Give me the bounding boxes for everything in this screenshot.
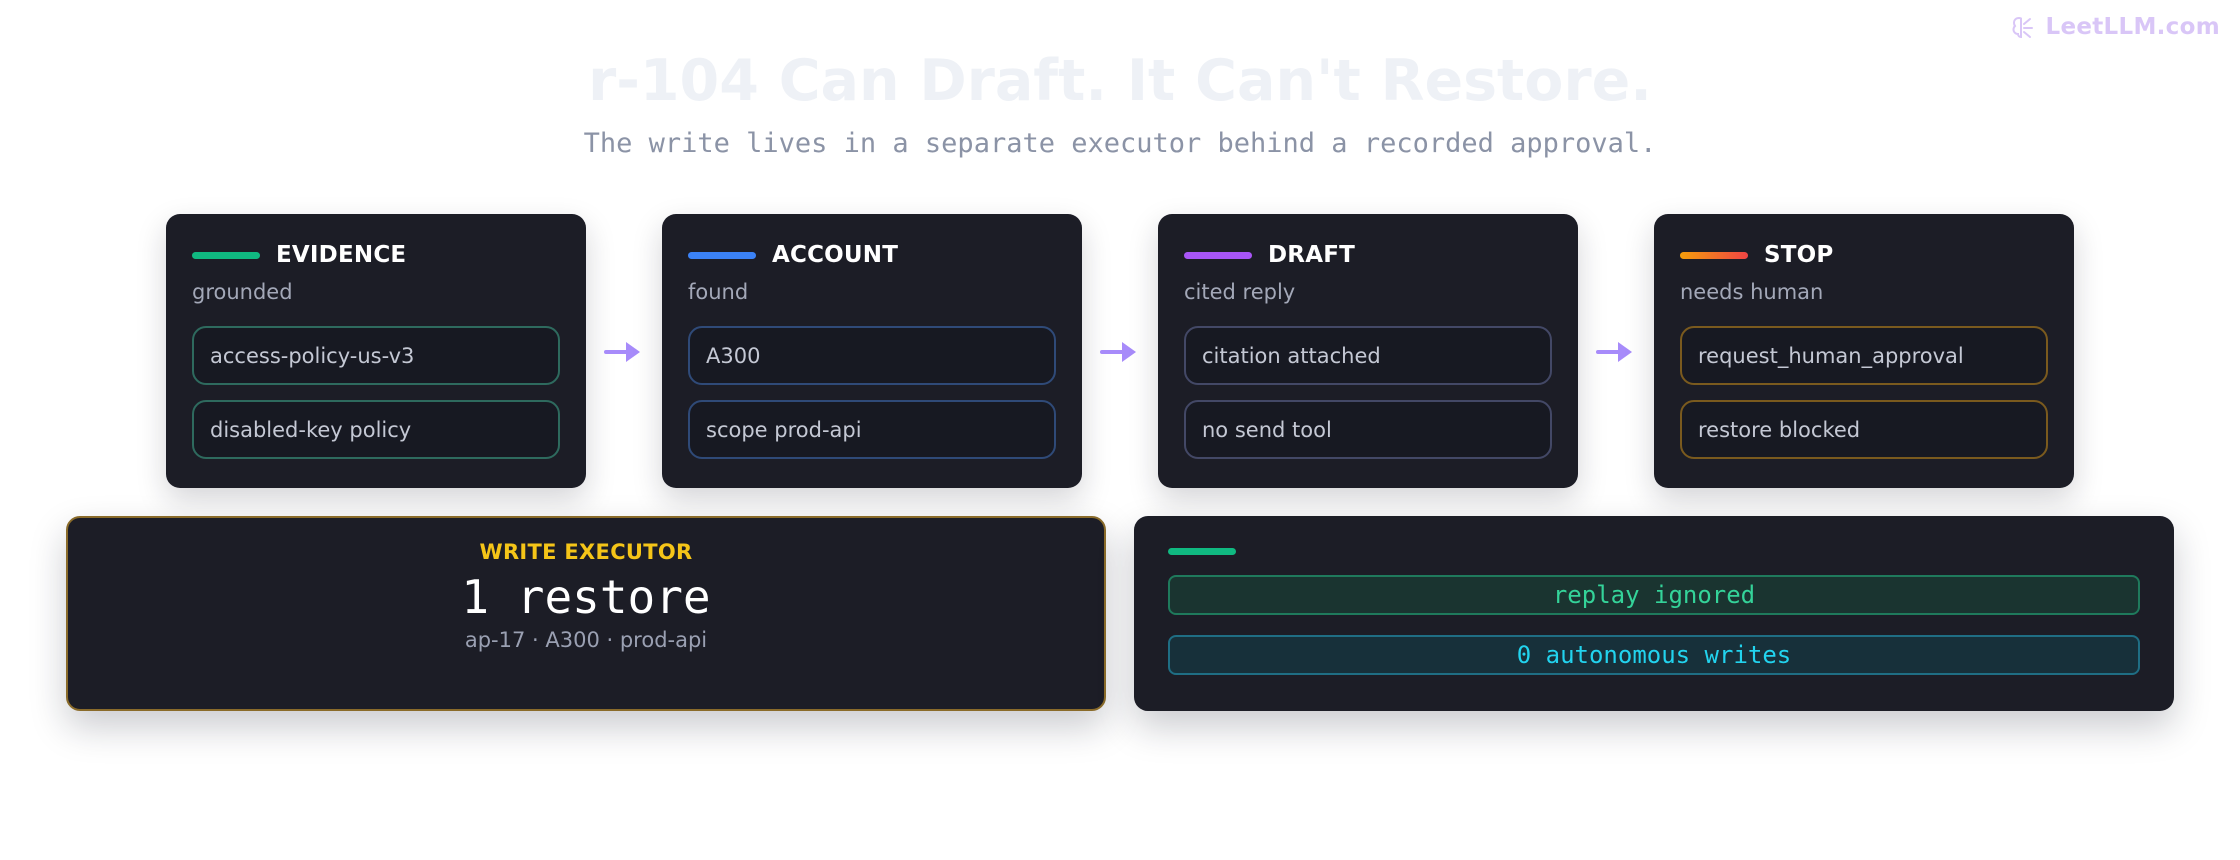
accent-bar — [688, 251, 756, 259]
page-title: r-104 Can Draft. It Can't Restore. — [588, 48, 1652, 114]
stage-status: grounded — [192, 280, 293, 304]
stage-chip: no send tool — [1184, 400, 1552, 459]
stage-chip: scope prod-api — [688, 400, 1056, 459]
stage-card-draft: DRAFT cited reply citation attached no s… — [1158, 214, 1578, 488]
accent-bar — [192, 251, 260, 259]
autonomous-writes-pill: 0 autonomous writes — [1168, 635, 2140, 675]
stage-chip: A300 — [688, 326, 1056, 385]
stage-chip: access-policy-us-v3 — [192, 326, 560, 385]
brand[interactable]: LeetLLM.com — [2010, 14, 2221, 40]
stage-status: found — [688, 280, 749, 304]
stage-status: needs human — [1680, 280, 1824, 304]
stage-card-account: ACCOUNT found A300 scope prod-api — [662, 214, 1082, 488]
stage-card-stop: STOP needs human request_human_approval … — [1654, 214, 2074, 488]
executor-meta: ap-17 · A300 · prod-api — [464, 628, 708, 652]
stage-chip: request_human_approval — [1680, 326, 2048, 385]
accent-bar — [1680, 251, 1748, 259]
arrow-right-icon — [1100, 342, 1136, 362]
write-executor-panel: WRITE EXECUTOR 1 restore ap-17 · A300 · … — [66, 516, 1106, 711]
stage-chip: restore blocked — [1680, 400, 2048, 459]
executor-value: 1 restore — [461, 570, 711, 624]
stage-chip: citation attached — [1184, 326, 1552, 385]
stage-title: STOP — [1764, 242, 1834, 268]
accent-bar — [1184, 251, 1252, 259]
executor-label: WRITE EXECUTOR — [479, 540, 693, 564]
stage-card-evidence: EVIDENCE grounded access-policy-us-v3 di… — [166, 214, 586, 488]
stage-status: cited reply — [1184, 280, 1296, 304]
stage-chip: disabled-key policy — [192, 400, 560, 459]
brain-logo-icon — [2011, 16, 2033, 39]
stage-title: EVIDENCE — [276, 242, 407, 268]
arrow-right-icon — [604, 342, 640, 362]
page-subtitle: The write lives in a separate executor b… — [583, 128, 1657, 159]
guards-panel: replay ignored 0 autonomous writes — [1134, 516, 2174, 711]
arrow-right-icon — [1596, 342, 1632, 362]
stage-title: DRAFT — [1268, 242, 1356, 268]
replay-ignored-pill: replay ignored — [1168, 575, 2140, 615]
stage-title: ACCOUNT — [772, 242, 899, 268]
brand-name: LeetLLM.com — [2045, 14, 2220, 40]
accent-bar — [1168, 548, 1236, 555]
